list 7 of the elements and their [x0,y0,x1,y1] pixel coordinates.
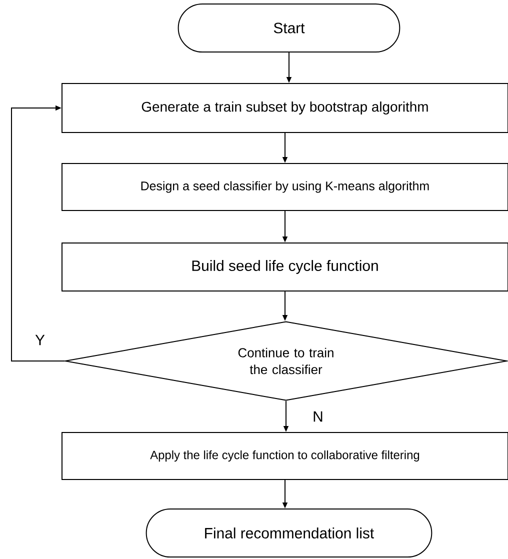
edge-label: Y [34,334,46,346]
process-box: Apply the life cycle function to collaborative filtering [62,432,508,480]
edge-label: N [312,410,324,423]
process-box: Generate a train subset by bootstrap algorithm [62,83,508,133]
arrow [11,105,65,362]
process-box: Build seed life cycle function [62,242,508,292]
process-box: Design a seed classifier by using K-means algorithm [62,163,508,211]
